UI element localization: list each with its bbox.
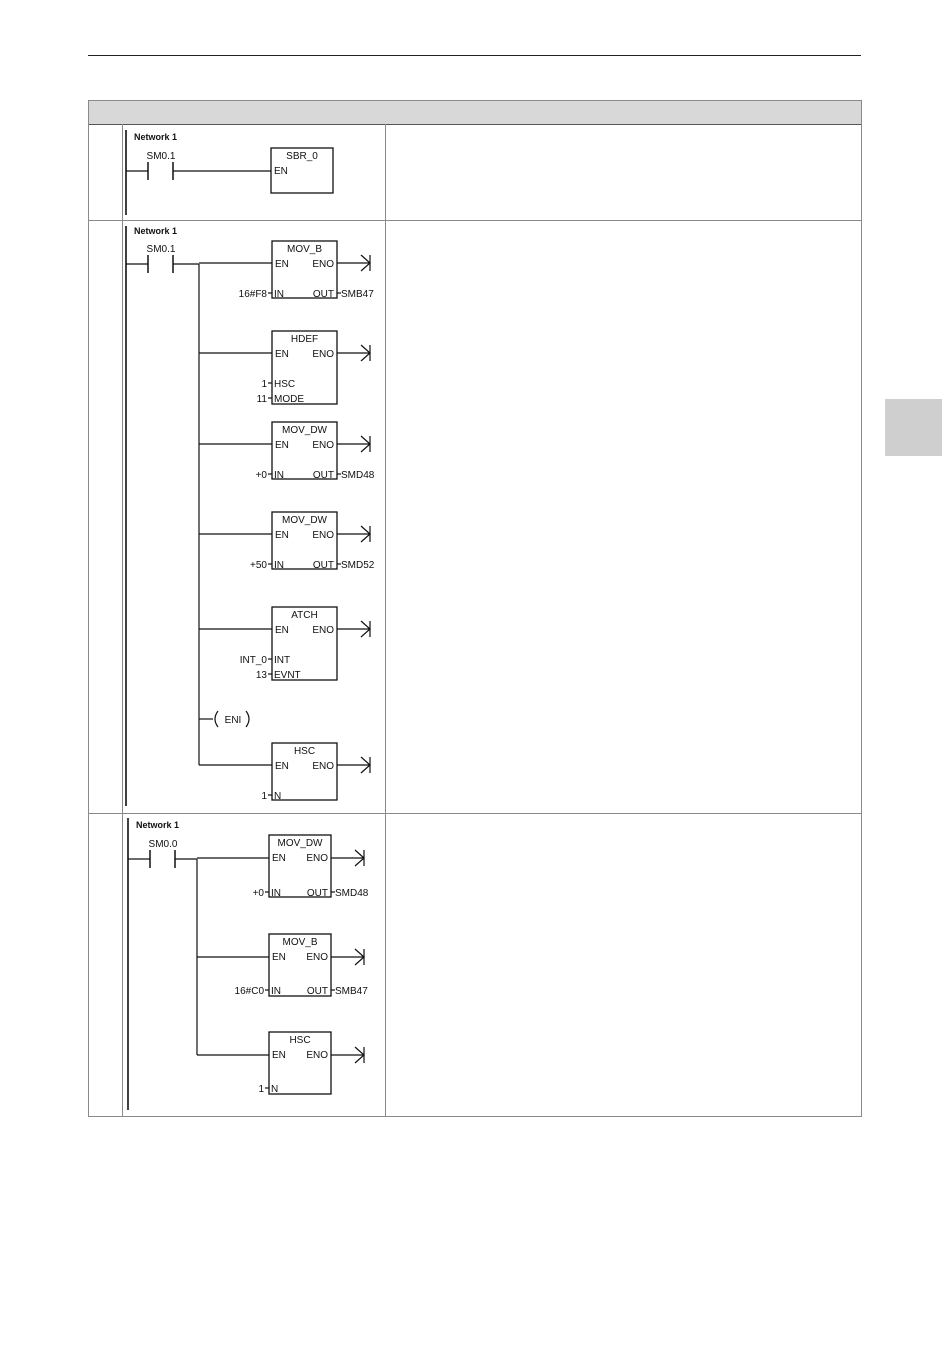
row-2-box-3 <box>271 421 338 480</box>
row-2-box-2 <box>271 330 338 405</box>
row-2-box-6-eno-label: ENO <box>312 761 334 772</box>
row-3-box-3-eno-label: ENO <box>306 1050 328 1061</box>
row-2-box-4-input-value-0: +50 <box>250 560 267 571</box>
row-2-box-3-input-pin-0: IN <box>274 470 284 481</box>
row-2-box-2-input-pin-0: HSC <box>274 379 295 390</box>
row-2-box-4-en-label: EN <box>275 530 289 541</box>
column-divider-right <box>385 124 386 1116</box>
row-2-box-2-input-value-0: 1 <box>261 379 267 390</box>
row-2-box-1-title: MOV_B <box>287 244 322 255</box>
row-divider-2 <box>89 813 861 814</box>
row-2-box-2-input-pin-1: MODE <box>274 394 304 405</box>
network-label-row-1: Network 1 <box>134 132 177 142</box>
row-3-box-2-input-pin-0: IN <box>271 986 281 997</box>
row-2-box-5-title: ATCH <box>291 610 317 621</box>
row-2-box-1 <box>271 240 338 299</box>
row-2-box-5-input-pin-1: EVNT <box>274 670 301 681</box>
row-2-box-2-en-label: EN <box>275 349 289 360</box>
column-divider-left <box>122 124 123 1116</box>
sbr-0-box <box>270 147 334 194</box>
row-2-box-4-input-pin-0: IN <box>274 560 284 571</box>
row-2-box-1-output-value-0: SMB47 <box>341 289 374 300</box>
row-2-box-3-output-value-0: SMD48 <box>341 470 375 481</box>
row-2-box-5-input-value-0: INT_0 <box>240 655 268 666</box>
row-3-box-2-eno-label: ENO <box>306 952 328 963</box>
row-2-box-3-eno-label: ENO <box>312 440 334 451</box>
row-2-box-6 <box>271 742 338 801</box>
row-3-box-1-output-value-0: SMD48 <box>335 888 369 899</box>
row-2-box-3-output-pin-0: OUT <box>313 470 334 481</box>
row-2-box-2-input-value-1: 11 <box>257 394 268 405</box>
row-3-box-1-en-label: EN <box>272 853 286 864</box>
row-2-box-3-en-label: EN <box>275 440 289 451</box>
row-3-box-1-input-value-0: +0 <box>253 888 265 899</box>
row-2-box-5 <box>271 606 338 681</box>
sbr-0-box-title: SBR_0 <box>286 151 318 162</box>
row-2-box-1-input-pin-0: IN <box>274 289 284 300</box>
contact-row-3-label: SM0.0 <box>149 839 178 850</box>
row-3-box-1-input-pin-0: IN <box>271 888 281 899</box>
row-3-box-1-eno-label: ENO <box>306 853 328 864</box>
eni-coil-left <box>214 710 219 728</box>
row-2-box-1-output-pin-0: OUT <box>313 289 334 300</box>
row-2-box-5-input-value-1: 13 <box>256 670 268 681</box>
row-2-box-2-title: HDEF <box>291 334 318 345</box>
row-2-box-6-en-label: EN <box>275 761 289 772</box>
row-3-box-2 <box>268 933 332 997</box>
row-divider-1 <box>89 220 861 221</box>
row-2-box-4-title: MOV_DW <box>282 515 328 526</box>
row-2-box-6-input-value-0: 1 <box>261 791 267 802</box>
row-2-box-5-en-label: EN <box>275 625 289 636</box>
row-3-box-1 <box>268 834 332 898</box>
row-3-box-3-input-value-0: 1 <box>258 1084 264 1095</box>
row-2-box-3-title: MOV_DW <box>282 425 328 436</box>
row-2-box-5-input-pin-0: INT <box>274 655 290 666</box>
row-2-box-5-eno-label: ENO <box>312 625 334 636</box>
sbr-0-box-en-label: EN <box>274 166 288 177</box>
contact-row-2-label: SM0.1 <box>147 244 176 255</box>
row-3-box-3 <box>268 1031 332 1095</box>
contact-row-1-label: SM0.1 <box>147 151 176 162</box>
row-3-box-3-title: HSC <box>289 1035 310 1046</box>
row-3-box-2-output-pin-0: OUT <box>307 986 328 997</box>
row-3-box-2-output-value-0: SMB47 <box>335 986 368 997</box>
program-table <box>88 100 862 1117</box>
row-2-box-4-eno-label: ENO <box>312 530 334 541</box>
row-3-box-1-output-pin-0: OUT <box>307 888 328 899</box>
row-3-box-2-input-value-0: 16#C0 <box>235 986 265 997</box>
network-label-row-2: Network 1 <box>134 226 177 236</box>
eni-coil-label: ENI <box>225 715 242 726</box>
top-rule <box>88 55 861 56</box>
chapter-tab <box>885 399 942 456</box>
row-2-box-1-eno-label: ENO <box>312 259 334 270</box>
row-2-box-3-input-value-0: +0 <box>256 470 268 481</box>
row-2-box-1-input-value-0: 16#F8 <box>239 289 268 300</box>
row-2-box-2-eno-label: ENO <box>312 349 334 360</box>
row-2-box-4 <box>271 511 338 570</box>
row-3-box-3-input-pin-0: N <box>271 1084 278 1095</box>
network-label-row-3: Network 1 <box>136 820 179 830</box>
eni-coil-right <box>245 710 250 728</box>
row-2-box-4-output-pin-0: OUT <box>313 560 334 571</box>
row-2-box-6-input-pin-0: N <box>274 791 281 802</box>
row-2-box-4-output-value-0: SMD52 <box>341 560 375 571</box>
row-3-box-1-title: MOV_DW <box>278 838 324 849</box>
row-2-box-6-title: HSC <box>294 746 315 757</box>
row-2-box-1-en-label: EN <box>275 259 289 270</box>
row-3-box-2-en-label: EN <box>272 952 286 963</box>
table-header <box>89 101 861 125</box>
row-3-box-3-en-label: EN <box>272 1050 286 1061</box>
row-3-box-2-title: MOV_B <box>282 937 317 948</box>
